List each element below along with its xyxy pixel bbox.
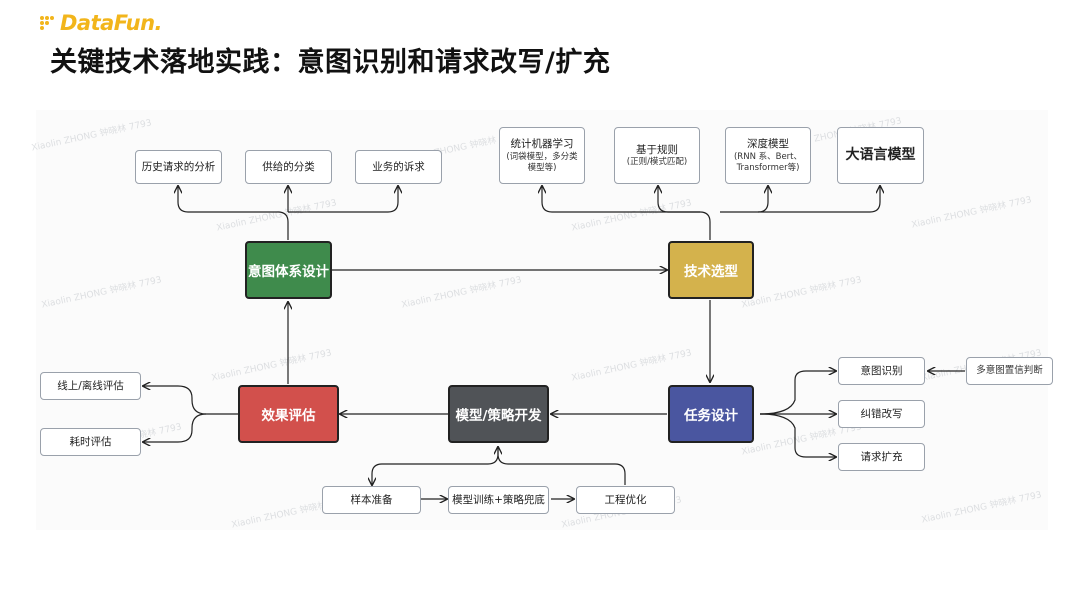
business-demand-box: 业务的诉求 xyxy=(355,150,442,184)
latency-eval-label: 耗时评估 xyxy=(69,435,112,448)
deep-model-sub1: (RNN 系、Bert、 xyxy=(733,151,803,162)
model-training-box: 模型训练+策略兜底 xyxy=(448,486,549,514)
intent-recognition-label: 意图识别 xyxy=(860,364,903,377)
statistical-ml-sub2: 模型等) xyxy=(527,162,557,173)
supply-classification-box: 供给的分类 xyxy=(245,150,332,184)
error-correction-label: 纠错改写 xyxy=(860,407,903,420)
logo-dots-icon xyxy=(40,14,58,32)
arrow-engineering-to-model xyxy=(498,447,626,485)
tech-selection-node: 技术选型 xyxy=(668,241,754,299)
intent-recognition-box: 意图识别 xyxy=(838,357,925,385)
intent-system-design-label: 意图体系设计 xyxy=(248,264,329,280)
arrow-tech-to-llm xyxy=(758,186,880,213)
request-expansion-box: 请求扩充 xyxy=(838,443,925,471)
arrow-tech-to-statml xyxy=(542,186,711,240)
model-training-label: 模型训练+策略兜底 xyxy=(452,493,545,506)
rule-based-title: 基于规则 xyxy=(636,143,678,156)
datafun-logo: DataFun. xyxy=(40,8,163,38)
effect-evaluation-label: 效果评估 xyxy=(261,408,316,424)
arrow-model-to-sample xyxy=(372,446,499,485)
page-title: 关键技术落地实践：意图识别和请求改写/扩充 xyxy=(50,47,611,78)
arrow-tech-to-rules xyxy=(658,186,700,213)
online-offline-eval-box: 线上/离线评估 xyxy=(40,372,141,400)
deep-model-title: 深度模型 xyxy=(747,138,789,151)
arrow-intent-to-history xyxy=(178,186,289,240)
llm-box: 大语言模型 xyxy=(837,127,924,184)
statistical-ml-title: 统计机器学习 xyxy=(510,138,574,151)
task-design-node: 任务设计 xyxy=(668,385,754,443)
arrow-task-to-intentrec xyxy=(759,371,836,415)
history-analysis-box: 历史请求的分析 xyxy=(135,150,222,184)
supply-classification-label: 供给的分类 xyxy=(262,160,315,173)
tech-selection-label: 技术选型 xyxy=(684,264,738,280)
arrow-task-to-expansion xyxy=(759,413,836,457)
statistical-ml-box: 统计机器学习 (词袋模型，多分类 模型等) xyxy=(499,127,585,184)
arrow-eval-to-online xyxy=(143,386,238,415)
task-design-label: 任务设计 xyxy=(684,408,738,424)
effect-evaluation-node: 效果评估 xyxy=(238,385,339,443)
deep-model-sub2: Transformer等) xyxy=(736,162,800,173)
history-analysis-label: 历史请求的分析 xyxy=(141,160,216,173)
sample-preparation-label: 样本准备 xyxy=(350,493,393,506)
model-strategy-dev-label: 模型/策略开发 xyxy=(455,408,542,424)
logo-text: DataFun. xyxy=(60,11,163,35)
engineering-optimization-label: 工程优化 xyxy=(604,493,647,506)
multi-intent-confidence-label: 多意图置信判断 xyxy=(976,364,1043,376)
multi-intent-confidence-box: 多意图置信判断 xyxy=(966,357,1053,385)
error-correction-box: 纠错改写 xyxy=(838,400,925,428)
sample-preparation-box: 样本准备 xyxy=(322,486,421,514)
llm-label: 大语言模型 xyxy=(845,147,916,164)
latency-eval-box: 耗时评估 xyxy=(40,428,141,456)
statistical-ml-sub1: (词袋模型，多分类 xyxy=(506,151,578,162)
business-demand-label: 业务的诉求 xyxy=(372,160,425,173)
rule-based-sub1: (正则/模式匹配) xyxy=(626,157,688,168)
engineering-optimization-box: 工程优化 xyxy=(576,486,675,514)
online-offline-eval-label: 线上/离线评估 xyxy=(57,379,124,392)
arrow-tech-to-deep xyxy=(720,186,768,213)
arrow-eval-to-latency xyxy=(143,413,207,442)
intent-system-design-node: 意图体系设计 xyxy=(245,241,332,299)
arrow-intent-to-business xyxy=(288,186,398,213)
deep-model-box: 深度模型 (RNN 系、Bert、 Transformer等) xyxy=(725,127,811,184)
rule-based-box: 基于规则 (正则/模式匹配) xyxy=(614,127,700,184)
request-expansion-label: 请求扩充 xyxy=(860,450,903,463)
model-strategy-dev-node: 模型/策略开发 xyxy=(448,385,549,443)
